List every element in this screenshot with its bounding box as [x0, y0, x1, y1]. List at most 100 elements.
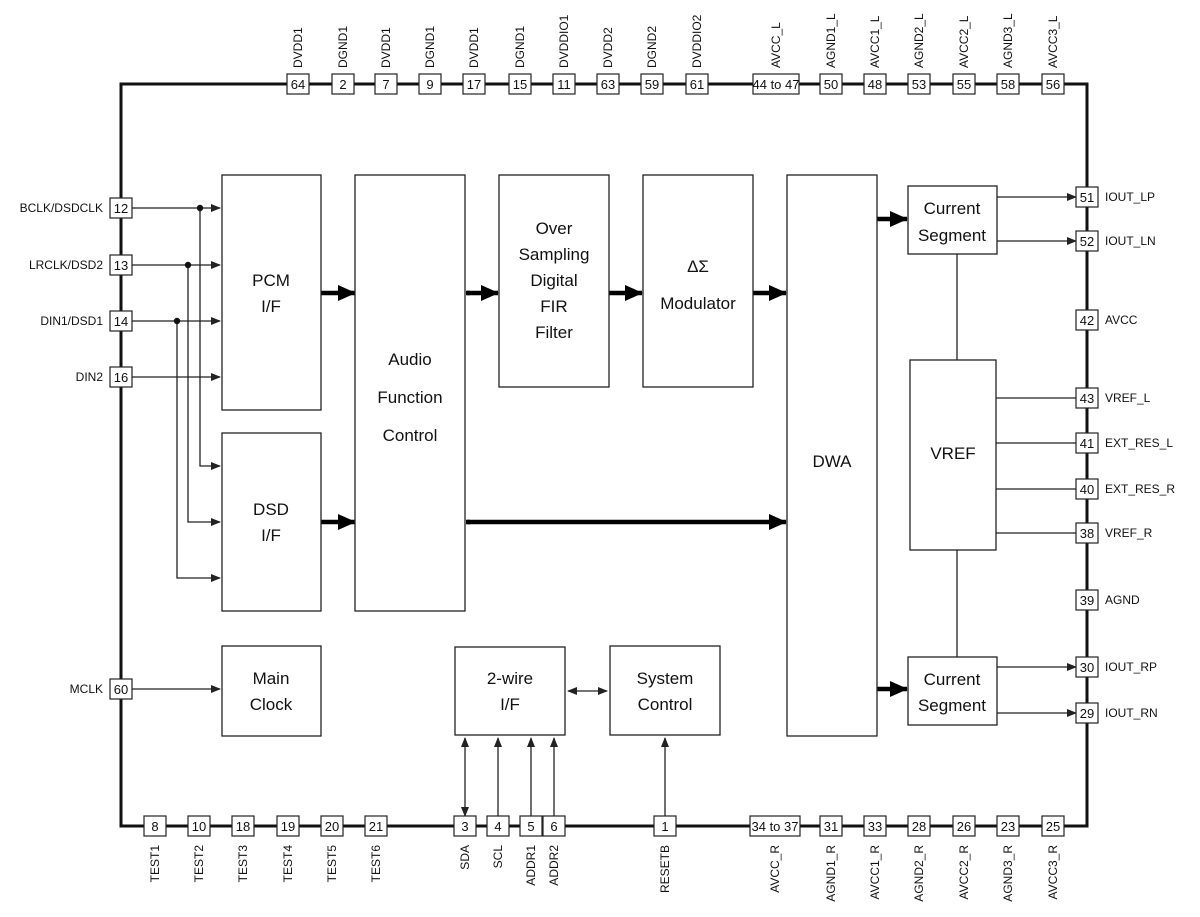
- pin-box-dvddio1: [552, 73, 576, 95]
- pin-label: AVCC3_L: [1046, 15, 1060, 68]
- pin-label: AVCC2_L: [957, 15, 971, 68]
- pin-number: 1: [661, 819, 668, 834]
- pin-number: 56: [1046, 77, 1060, 92]
- pin-label: MCLK: [70, 682, 103, 696]
- pin-box-dvdd2: [596, 73, 620, 95]
- svg-text:DWA: DWA: [812, 452, 852, 471]
- pin-label: EXT_RES_L: [1105, 436, 1173, 450]
- pin-label: AVCC_L: [769, 22, 783, 68]
- pin-label: AVCC1_L: [868, 15, 882, 68]
- dwa-block: DWA: [786, 174, 878, 737]
- pin-box-agnd2-l: [907, 73, 931, 95]
- pin-box-dvddio2: [685, 73, 709, 95]
- pin-label: TEST4: [281, 845, 295, 883]
- pin-label: EXT_RES_R: [1105, 482, 1175, 496]
- pin-box-din2: [109, 366, 133, 388]
- pin-number: 21: [369, 819, 383, 834]
- pin-box-agnd2-r: [907, 815, 931, 837]
- pin-box-avcc2-l: [952, 73, 976, 95]
- pin-number: 48: [868, 77, 882, 92]
- junction-dot: [196, 204, 204, 212]
- pin-number: 23: [1001, 819, 1015, 834]
- pin-box-agnd1-l: [819, 73, 843, 95]
- pin-box-dvdd1: [374, 73, 398, 95]
- pin-number: 26: [957, 819, 971, 834]
- pin-label: VREF_L: [1105, 391, 1151, 405]
- pin-number: 42: [1080, 313, 1094, 328]
- pin-number: 14: [114, 314, 128, 329]
- pin-number: 33: [868, 819, 882, 834]
- pin-label: DGND1: [336, 26, 350, 68]
- pin-box-avcc2-r: [952, 815, 976, 837]
- pin-box-test3: [231, 815, 255, 837]
- pin-box-dvdd1: [286, 73, 310, 95]
- pin-number: 43: [1080, 391, 1094, 406]
- pin-box-agnd3-l: [996, 73, 1020, 95]
- pin-number: 3: [461, 819, 468, 834]
- pin-number: 58: [1001, 77, 1015, 92]
- pin-label: IOUT_RN: [1105, 706, 1158, 720]
- pin-box-addr2: [542, 815, 566, 837]
- pin-label: AVCC3_R: [1046, 845, 1060, 900]
- pin-box-ext-res-r: [1075, 478, 1099, 500]
- pin-number: 50: [824, 77, 838, 92]
- pin-box-avcc1-l: [863, 73, 887, 95]
- pin-number: 44 to 47: [753, 77, 800, 92]
- pin-label: ADDR2: [547, 845, 561, 886]
- pin-label: DGND1: [423, 26, 437, 68]
- pin-label: RESETB: [658, 845, 672, 893]
- pin-label: AGND2_R: [912, 845, 926, 902]
- pin-label: TEST6: [369, 845, 383, 883]
- pin-number: 53: [912, 77, 926, 92]
- pin-label: IOUT_LN: [1105, 234, 1156, 248]
- pin-box-vref-l: [1075, 387, 1099, 409]
- pin-box-iout-lp: [1075, 186, 1099, 208]
- pin-label: TEST2: [192, 845, 206, 883]
- pin-number: 10: [192, 819, 206, 834]
- pin-label: AGND1_R: [824, 845, 838, 902]
- pin-number: 4: [494, 819, 501, 834]
- pin-box-iout-ln: [1075, 230, 1099, 252]
- pin-number: 52: [1080, 234, 1094, 249]
- pin-label: AGND3_L: [1001, 13, 1015, 68]
- pin-box-dvdd1: [462, 73, 486, 95]
- pin-number: 61: [690, 77, 704, 92]
- pin-box-dgnd1: [508, 73, 532, 95]
- pin-box-test6: [364, 815, 388, 837]
- pin-number: 17: [467, 77, 481, 92]
- pin-number: 19: [281, 819, 295, 834]
- pin-box-avcc3-r: [1041, 815, 1065, 837]
- pin-number: 11: [557, 77, 571, 92]
- pin-box-dgnd1: [331, 73, 355, 95]
- pin-box-din1-dsd1: [109, 310, 133, 332]
- pin-number: 7: [382, 77, 389, 92]
- pin-label: AVCC2_R: [957, 845, 971, 900]
- pin-number: 18: [236, 819, 250, 834]
- pin-box-avcc-l: [752, 73, 800, 95]
- pin-label: IOUT_LP: [1105, 190, 1155, 204]
- pin-label: AGND3_R: [1001, 845, 1015, 902]
- pin-number: 39: [1080, 593, 1094, 608]
- junction-dot: [184, 261, 192, 269]
- pin-label: DVDD1: [291, 27, 305, 68]
- pin-label: TEST1: [148, 845, 162, 883]
- pin-label: AVCC_R: [768, 845, 782, 893]
- pin-box-iout-rp: [1075, 656, 1099, 678]
- pin-number: 13: [114, 258, 128, 273]
- pin-box-avcc1-r: [863, 815, 887, 837]
- pin-label: SCL: [491, 845, 505, 869]
- pin-label: SDA: [458, 845, 472, 870]
- pin-box-dgnd2: [640, 73, 664, 95]
